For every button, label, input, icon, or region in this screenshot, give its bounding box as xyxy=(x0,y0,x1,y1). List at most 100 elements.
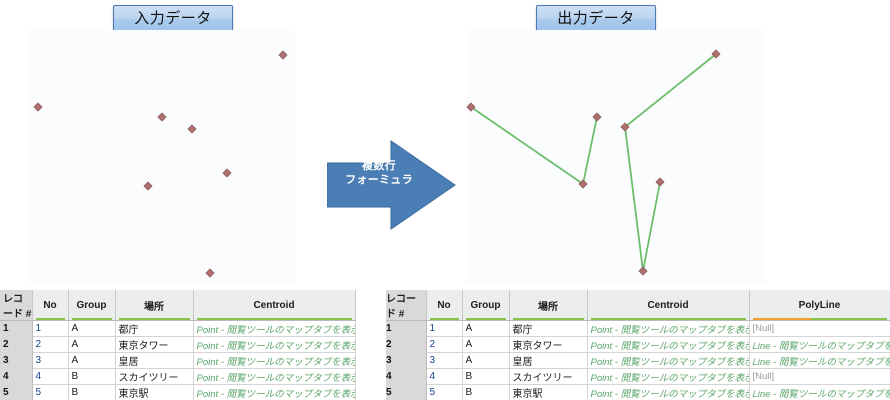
map-point-marker xyxy=(655,177,665,187)
cell-group[interactable]: A xyxy=(462,352,510,369)
cell-group[interactable]: B xyxy=(68,384,116,400)
cell-no[interactable]: 2 xyxy=(32,336,69,353)
cell-no[interactable]: 5 xyxy=(32,384,69,400)
cell-place[interactable]: 東京タワー xyxy=(509,336,588,353)
cell-polyline[interactable]: Line - 閲覧ツールのマップタブを表示 xyxy=(749,352,890,369)
output-header-polyline[interactable]: PolyLine xyxy=(749,290,890,321)
map-point-marker xyxy=(620,122,630,132)
output-polylines xyxy=(470,53,717,272)
map-point-marker xyxy=(592,112,602,122)
output-table-header-row: レコード # No Group 場所 Centroid PolyLine xyxy=(386,290,890,321)
cell-group[interactable]: B xyxy=(462,368,510,385)
cell-record[interactable]: 3 xyxy=(0,352,33,369)
output-polyline-group-b xyxy=(624,53,717,272)
cell-no[interactable]: 1 xyxy=(32,320,69,337)
cell-place[interactable]: 皇居 xyxy=(115,352,194,369)
cell-group[interactable]: B xyxy=(462,384,510,400)
cell-record[interactable]: 3 xyxy=(386,352,427,369)
cell-record[interactable]: 2 xyxy=(386,336,427,353)
cell-no[interactable]: 1 xyxy=(426,320,463,337)
input-point-markers xyxy=(33,50,288,278)
cell-group[interactable]: A xyxy=(462,336,510,353)
cell-group[interactable]: B xyxy=(68,368,116,385)
input-header-group[interactable]: Group xyxy=(68,290,116,321)
input-header-centroid[interactable]: Centroid xyxy=(193,290,356,321)
output-map-panel xyxy=(466,30,766,283)
cell-no[interactable]: 2 xyxy=(426,336,463,353)
output-header-place[interactable]: 場所 xyxy=(509,290,588,321)
cell-place[interactable]: スカイツリー xyxy=(509,368,588,385)
map-point-marker xyxy=(638,266,648,276)
cell-centroid[interactable]: Point - 閲覧ツールのマップタブを表示 xyxy=(587,384,750,400)
cell-centroid[interactable]: Point - 閲覧ツールのマップタブを表示 xyxy=(587,352,750,369)
output-header-centroid[interactable]: Centroid xyxy=(587,290,750,321)
cell-place[interactable]: 都庁 xyxy=(509,320,588,337)
cell-record[interactable]: 1 xyxy=(0,320,33,337)
cell-no[interactable]: 3 xyxy=(426,352,463,369)
map-point-marker xyxy=(205,268,215,278)
cell-centroid[interactable]: Point - 閲覧ツールのマップタブを表示 xyxy=(587,320,750,337)
cell-place[interactable]: 都庁 xyxy=(115,320,194,337)
cell-polyline[interactable]: Line - 閲覧ツールのマップタブを表示 xyxy=(749,384,890,400)
cell-centroid[interactable]: Point - 閲覧ツールのマップタブを表示 xyxy=(587,368,750,385)
cell-no[interactable]: 5 xyxy=(426,384,463,400)
input-header-place[interactable]: 場所 xyxy=(115,290,194,321)
cell-group[interactable]: A xyxy=(68,352,116,369)
cell-polyline[interactable]: Line - 閲覧ツールのマップタブを表示 xyxy=(749,336,890,353)
output-map-svg xyxy=(466,49,721,276)
input-map-svg xyxy=(33,50,288,278)
output-header-no[interactable]: No xyxy=(426,290,463,321)
cell-place[interactable]: 東京駅 xyxy=(509,384,588,400)
cell-polyline[interactable]: [Null] xyxy=(749,320,890,337)
output-header-group[interactable]: Group xyxy=(462,290,510,321)
map-point-marker xyxy=(157,112,167,122)
multi-row-formula-arrow: 複数行 フォーミュラ xyxy=(327,135,457,235)
cell-record[interactable]: 1 xyxy=(386,320,427,337)
cell-no[interactable]: 4 xyxy=(32,368,69,385)
cell-no[interactable]: 3 xyxy=(32,352,69,369)
cell-polyline[interactable]: [Null] xyxy=(749,368,890,385)
output-header-record[interactable]: レコード # xyxy=(386,290,427,321)
input-data-title-box: 入力データ xyxy=(113,5,233,33)
map-point-marker xyxy=(222,168,232,178)
cell-record[interactable]: 5 xyxy=(386,384,427,400)
cell-centroid[interactable]: Point - 閲覧ツールのマップタブを表示 xyxy=(193,352,356,369)
cell-centroid[interactable]: Point - 閲覧ツールのマップタブを表示 xyxy=(193,384,356,400)
cell-group[interactable]: A xyxy=(68,320,116,337)
input-table-header-row: レコード # No Group 場所 Centroid xyxy=(0,290,356,321)
input-header-record[interactable]: レコード # xyxy=(0,290,33,321)
map-point-marker xyxy=(466,102,476,112)
input-map-panel xyxy=(27,30,295,283)
cell-record[interactable]: 2 xyxy=(0,336,33,353)
cell-group[interactable]: A xyxy=(68,336,116,353)
cell-record[interactable]: 5 xyxy=(0,384,33,400)
cell-centroid[interactable]: Point - 閲覧ツールのマップタブを表示 xyxy=(193,336,356,353)
cell-centroid[interactable]: Point - 閲覧ツールのマップタブを表示 xyxy=(587,336,750,353)
cell-group[interactable]: A xyxy=(462,320,510,337)
cell-record[interactable]: 4 xyxy=(0,368,33,385)
cell-place[interactable]: 皇居 xyxy=(509,352,588,369)
cell-place[interactable]: 東京タワー xyxy=(115,336,194,353)
map-point-marker xyxy=(578,179,588,189)
output-point-markers xyxy=(466,49,721,276)
cell-no[interactable]: 4 xyxy=(426,368,463,385)
cell-centroid[interactable]: Point - 閲覧ツールのマップタブを表示 xyxy=(193,368,356,385)
cell-place[interactable]: 東京駅 xyxy=(115,384,194,400)
cell-place[interactable]: スカイツリー xyxy=(115,368,194,385)
input-header-no[interactable]: No xyxy=(32,290,69,321)
cell-record[interactable]: 4 xyxy=(386,368,427,385)
cell-centroid[interactable]: Point - 閲覧ツールのマップタブを表示 xyxy=(193,320,356,337)
